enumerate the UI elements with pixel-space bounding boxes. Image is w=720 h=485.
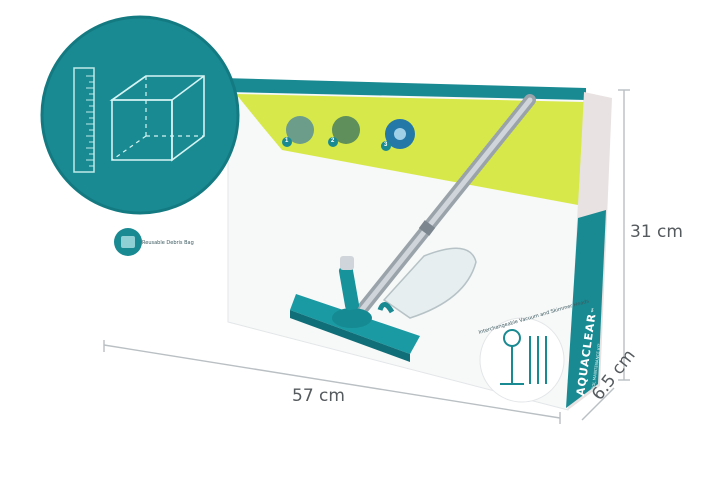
brand-trademark: ™ <box>590 306 599 314</box>
step-2-icon <box>332 116 360 144</box>
skimmer-net <box>382 247 477 319</box>
step-1-icon <box>286 116 314 144</box>
debris-bag-label: Reusable Debris Bag <box>142 240 194 246</box>
box-lime-band <box>236 94 584 205</box>
step-1-number: 1 <box>285 138 289 144</box>
height-dimension-label: 31 cm <box>630 222 683 242</box>
box-top-strip <box>222 78 586 100</box>
box-side-teal-panel <box>566 210 606 408</box>
step-2-number: 2 <box>331 138 335 144</box>
width-dimension-label: 57 cm <box>292 386 345 406</box>
volume-cube-callout <box>40 15 240 215</box>
step-icons <box>282 116 415 151</box>
vacuum-head <box>290 256 420 362</box>
kit-inset-icon <box>479 317 565 403</box>
step-3-number: 3 <box>384 142 388 148</box>
dimension-lines <box>103 89 630 424</box>
